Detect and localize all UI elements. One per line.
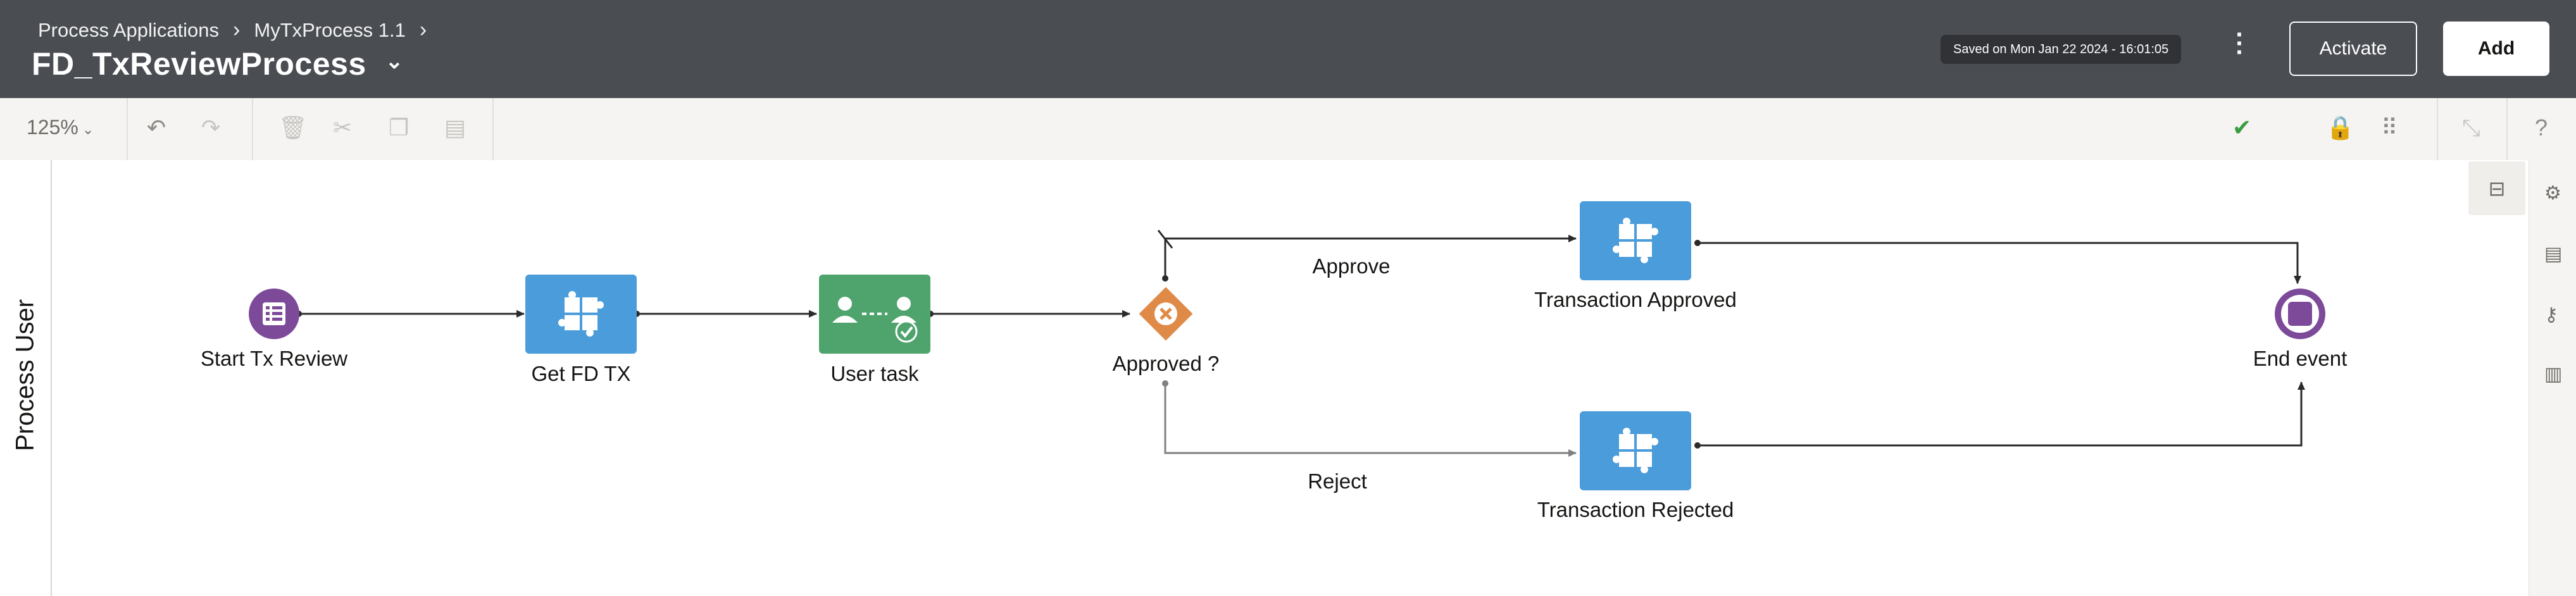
chevron-down-icon[interactable]: ⌄ [385, 49, 404, 73]
help-icon[interactable]: ? [2535, 115, 2548, 140]
toggle-panel-icon[interactable]: ⊟ [2468, 161, 2525, 215]
add-button[interactable]: Add [2443, 22, 2549, 76]
app-header: Process Applications › MyTxProcess 1.1 ›… [0, 0, 2576, 98]
chevron-right-icon: › [419, 18, 427, 42]
collapse-icon[interactable]: ⤡ [2462, 115, 2480, 140]
saved-status-badge: Saved on Mon Jan 22 2024 - 16:01:05 [1941, 35, 2182, 64]
service-task-transaction-approved[interactable] [1580, 201, 1691, 280]
approve-flow-label: Approve [1312, 254, 1391, 278]
user-handoff-icon [832, 297, 918, 343]
zoom-select[interactable]: 125%⌄ [27, 116, 94, 139]
undo-icon[interactable]: ↶ [147, 115, 166, 140]
breadcrumb: Process Applications › MyTxProcess 1.1 › [38, 18, 441, 42]
validation-ok-icon[interactable]: ✔ [2232, 115, 2252, 140]
user-task-label: User task [830, 362, 919, 385]
page-title-container[interactable]: FD_TxReviewProcess ⌄ [32, 46, 404, 82]
page-title: FD_TxReviewProcess [32, 46, 366, 82]
start-event[interactable] [249, 289, 299, 339]
toolbar-divider [127, 98, 128, 160]
breadcrumb-process-applications[interactable]: Process Applications [38, 18, 220, 41]
grid-icon[interactable]: ⠿ [2381, 115, 2398, 140]
chart-icon[interactable]: ▥ [2544, 364, 2563, 385]
flow-endpoints [296, 240, 1701, 449]
exclusive-gateway[interactable] [1139, 287, 1193, 341]
toolbar-divider [252, 98, 253, 160]
transaction-approved-label: Transaction Approved [1534, 288, 1737, 311]
right-sidebar [2529, 160, 2576, 596]
document-icon[interactable]: ▤ [2544, 244, 2563, 264]
breadcrumb-mytxprocess[interactable]: MyTxProcess 1.1 [254, 18, 406, 41]
service-task-get-fd-tx[interactable] [525, 275, 637, 354]
end-event-label: End event [2253, 347, 2348, 370]
gateway-label: Approved ? [1112, 352, 1220, 375]
puzzle-icon [1613, 218, 1658, 263]
service-task-transaction-rejected[interactable] [1580, 411, 1691, 490]
toolbar-divider [2506, 98, 2508, 160]
key-icon[interactable]: ⚷ [2544, 304, 2558, 325]
user-task[interactable] [819, 275, 930, 354]
copy-icon[interactable]: ❐ [389, 115, 410, 140]
redo-icon[interactable]: ↷ [201, 115, 221, 140]
process-canvas[interactable] [0, 160, 2529, 596]
transaction-rejected-label: Transaction Rejected [1537, 498, 1734, 521]
reject-flow-label: Reject [1308, 469, 1367, 493]
swimlane-header[interactable]: Process User [0, 160, 52, 596]
gear-icon[interactable]: ⚙ [2544, 183, 2561, 204]
start-event-label: Start Tx Review [200, 347, 348, 370]
activate-button[interactable]: Activate [2289, 22, 2417, 76]
puzzle-icon [558, 291, 604, 337]
toolbar-divider [2437, 98, 2438, 160]
chevron-right-icon: › [233, 18, 241, 42]
approve-flow[interactable] [1157, 230, 1577, 278]
toolbar-divider [492, 98, 494, 160]
paste-icon[interactable]: ▤ [444, 115, 466, 140]
lock-icon[interactable]: 🔒 [2326, 115, 2354, 140]
get-fd-tx-label: Get FD TX [531, 362, 631, 385]
puzzle-icon [1613, 428, 1658, 473]
cut-icon[interactable]: ✂ [333, 115, 353, 140]
sequence-flow[interactable] [1698, 242, 2305, 447]
end-event[interactable] [2275, 289, 2325, 339]
zoom-value: 125% [27, 116, 78, 139]
reject-flow[interactable] [1164, 383, 1577, 457]
delete-icon[interactable]: 🗑 [278, 115, 308, 140]
chevron-down-icon: ⌄ [82, 121, 94, 137]
